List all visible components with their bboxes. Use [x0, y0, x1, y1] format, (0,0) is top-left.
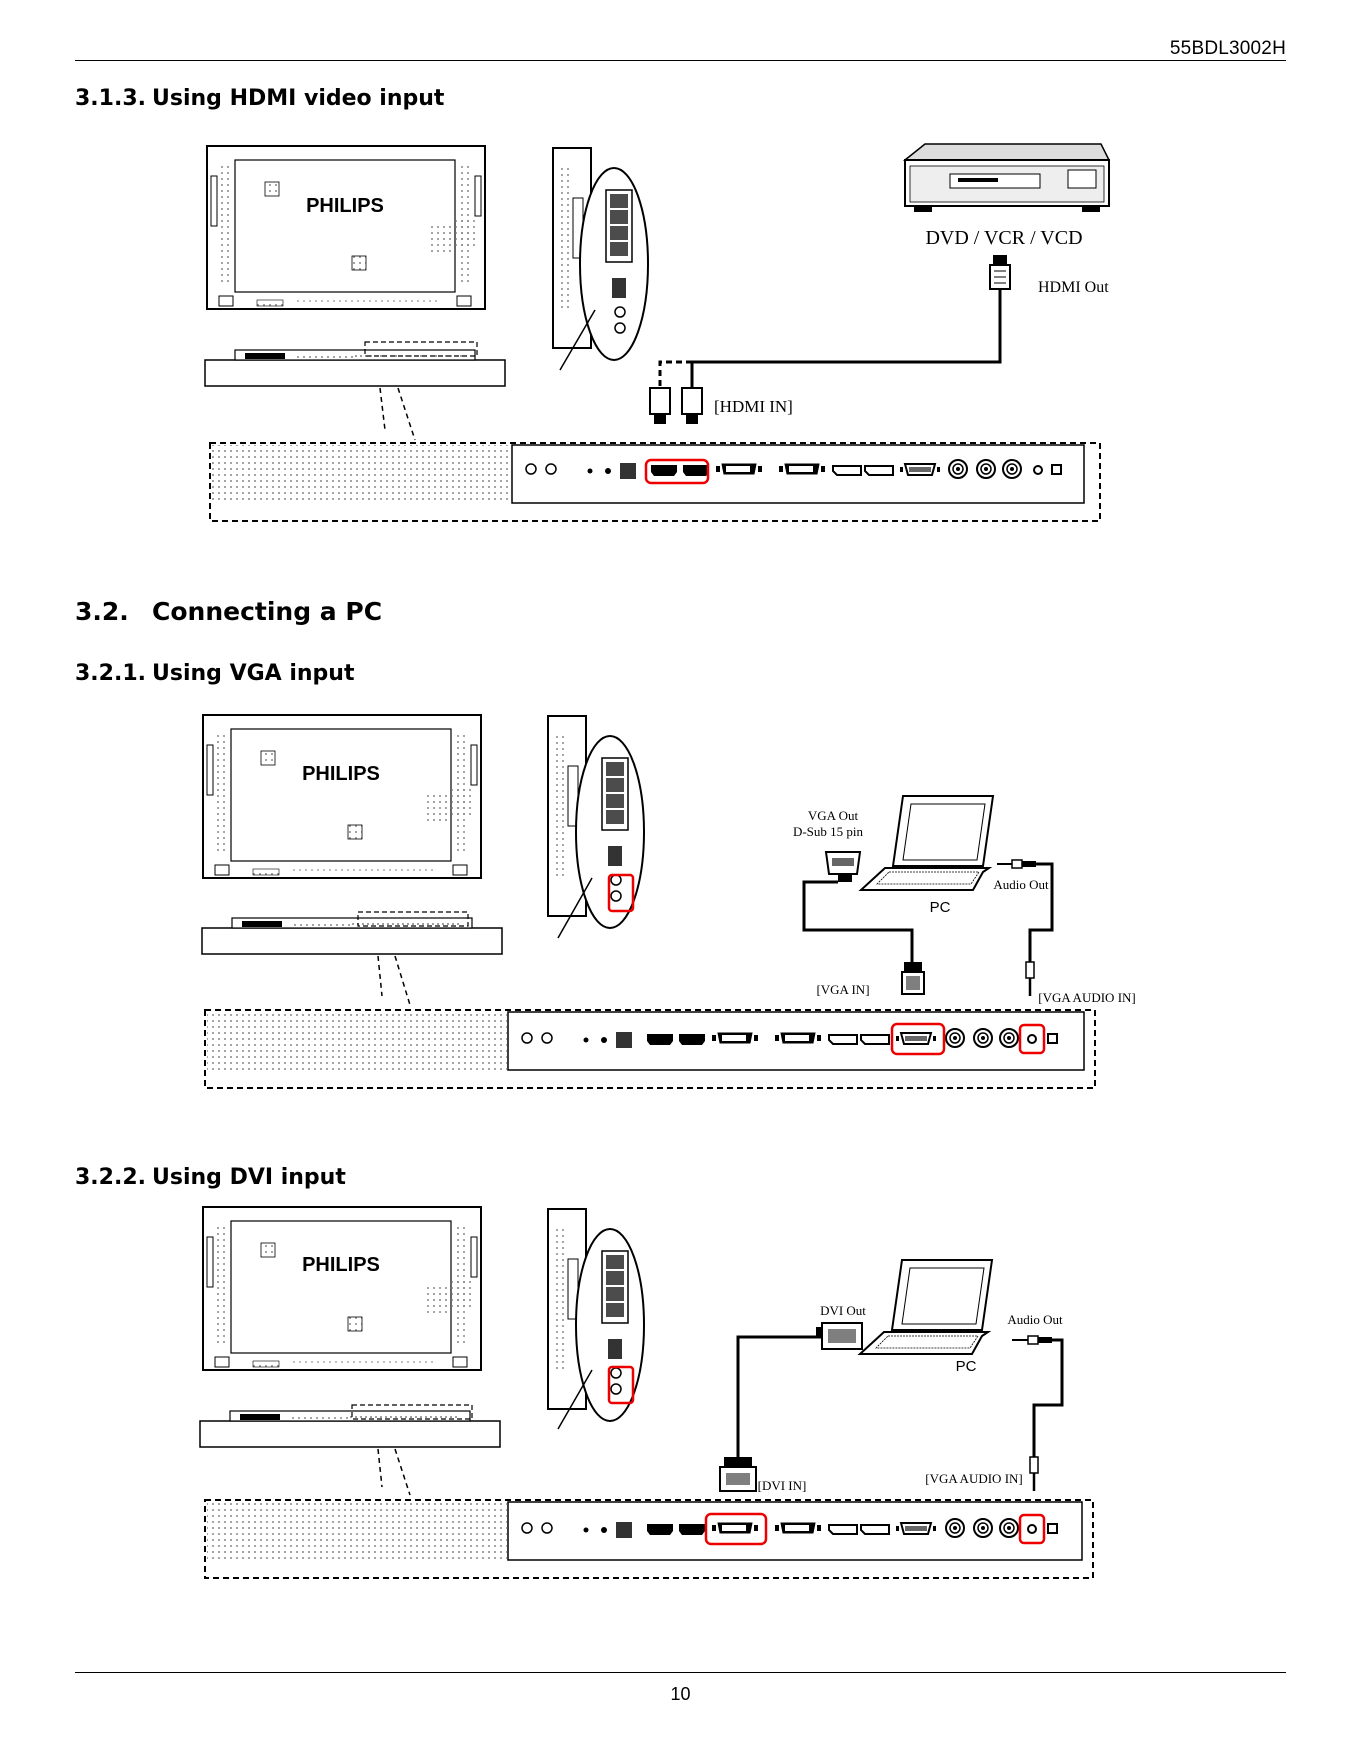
audio-in-plug-icon: [1030, 1457, 1038, 1491]
dvd-player-icon: [905, 144, 1109, 212]
highlight-vga-audio-in: [1020, 1025, 1044, 1053]
vga-in-plug-icon: [902, 962, 924, 994]
pc-label: PC: [956, 1358, 977, 1375]
heading-dvi: 3.2.2.Using DVI input: [75, 1165, 346, 1190]
dvi-plug-icon: [816, 1323, 862, 1349]
audio-in-plug-icon: [1026, 962, 1034, 996]
model-number: 55BDL3002H: [1170, 38, 1286, 60]
dvi-out-label: DVI Out: [820, 1303, 866, 1318]
vga-plug-icon: [826, 852, 860, 882]
diagram-hdmi: PHILIPS DVD / VCR / VCD HDMI Out [HDMI I…: [0, 130, 1361, 530]
hdmi-plug-icon: [990, 255, 1010, 289]
heading-title: Using HDMI video input: [152, 86, 444, 111]
device-label: DVD / VCR / VCD: [925, 227, 1082, 249]
dsub-label: D-Sub 15 pin: [793, 824, 864, 839]
heading-title: Using VGA input: [152, 661, 354, 686]
vga-audio-in-label: [VGA AUDIO IN]: [925, 1471, 1023, 1486]
diagram-vga: PHILIPS VGA Out D-Sub 15 pin PC Audio Ou…: [0, 700, 1361, 1100]
highlight-vga-audio-in: [1020, 1515, 1044, 1543]
heading-pc: 3.2.Connecting a PC: [75, 597, 382, 626]
brand-logo: PHILIPS: [302, 1254, 380, 1276]
heading-number: 3.2.1.: [75, 661, 152, 686]
hdmi-cable-alt: [660, 362, 692, 388]
audio-plug-icon: [997, 860, 1036, 868]
laptop-icon: [860, 1260, 992, 1354]
page-number: 10: [0, 1684, 1361, 1705]
audio-cable: [1034, 1340, 1062, 1457]
vga-audio-in-label: [VGA AUDIO IN]: [1038, 990, 1136, 1005]
heading-number: 3.1.3.: [75, 86, 152, 111]
dvi-in-plug-icon: [720, 1457, 756, 1491]
audio-out-label: Audio Out: [993, 877, 1049, 892]
audio-out-label: Audio Out: [1007, 1312, 1063, 1327]
vga-out-label: VGA Out: [808, 808, 859, 823]
pc-label: PC: [930, 899, 951, 916]
footer-rule: [75, 1672, 1286, 1673]
heading-title: Connecting a PC: [152, 597, 382, 626]
heading-number: 3.2.: [75, 597, 152, 626]
hdmi-cable: [692, 289, 1000, 388]
heading-vga: 3.2.1.Using VGA input: [75, 661, 354, 686]
heading-title: Using DVI input: [152, 1165, 346, 1190]
hdmi-in-label: [HDMI IN]: [714, 397, 793, 416]
dvi-in-label: [DVI IN]: [758, 1478, 807, 1493]
diagram-dvi: PHILIPS DVI Out PC Audio Out [DVI IN] [V…: [0, 1195, 1361, 1595]
audio-plug-icon: [1012, 1336, 1052, 1344]
brand-logo: PHILIPS: [306, 195, 384, 217]
brand-logo: PHILIPS: [302, 763, 380, 785]
heading-hdmi: 3.1.3.Using HDMI video input: [75, 86, 444, 111]
hdmi-in-plug-icon: [650, 388, 702, 424]
vga-cable: [804, 882, 912, 962]
vga-in-label: [VGA IN]: [816, 982, 869, 997]
heading-number: 3.2.2.: [75, 1165, 152, 1190]
laptop-icon: [861, 796, 993, 890]
header-rule: [75, 60, 1286, 61]
dvi-cable: [738, 1337, 822, 1457]
hdmi-out-label: HDMI Out: [1038, 279, 1109, 296]
